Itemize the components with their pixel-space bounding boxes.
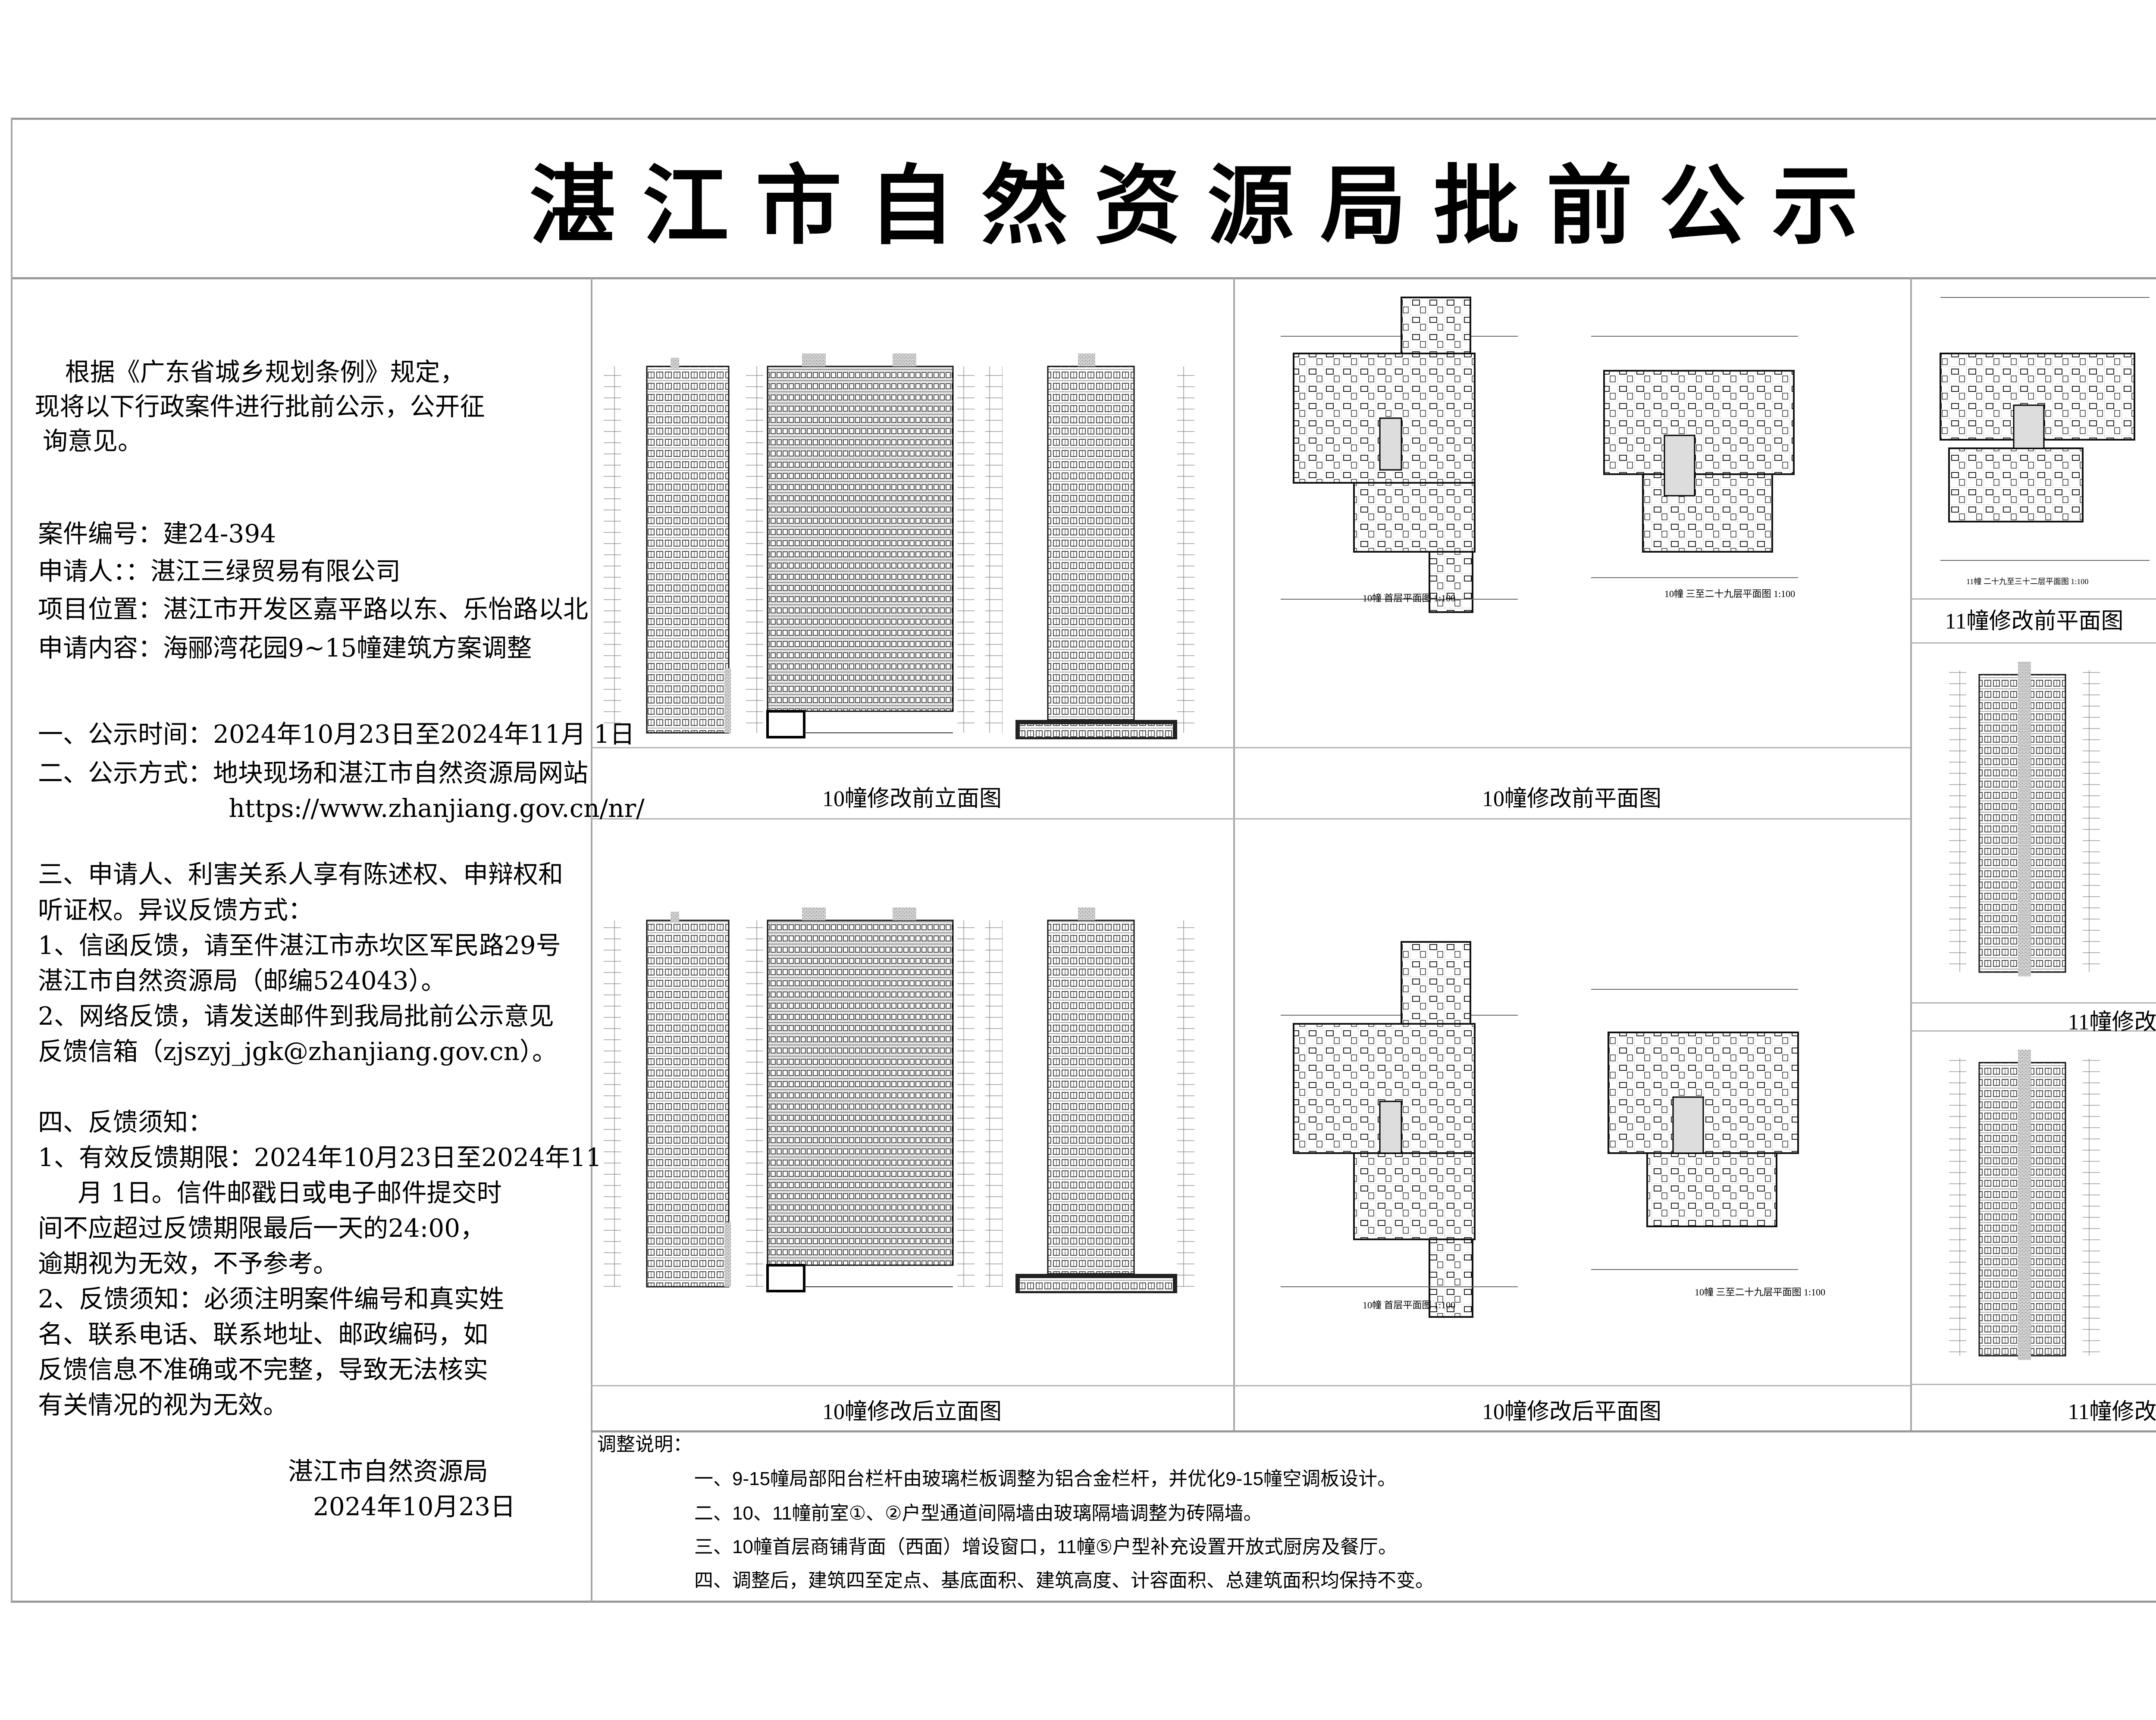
applicant-label: 申请人： xyxy=(38,557,126,586)
row-line-notes xyxy=(591,1430,2156,1432)
b11-elevation-after-label: 11幢修改后立面图 xyxy=(2068,1400,2156,1424)
b10-plan-before-ground-caption: 10幢 首层平面图 1:100 xyxy=(1363,593,1455,604)
row-line-10top-label xyxy=(591,747,1910,748)
b10-plan-after-drawing: 10幢 首层平面图 1:100 10幢 三至二十九层平面图 1:100 xyxy=(1238,821,1906,1382)
signature-date: 2024年10月23日 xyxy=(313,1492,516,1521)
applicant-row: 申请人：：湛江三绿贸易有限公司 xyxy=(38,553,401,590)
notice-line-9: 有关情况的视为无效。 xyxy=(38,1390,288,1420)
applicant-value: ：湛江三绿贸易有限公司 xyxy=(125,557,401,586)
b10-plan-after-ground-caption: 10幢 首层平面图 1:100 xyxy=(1363,1300,1455,1310)
b11-plan-before-label: 11幢修改前平面图 xyxy=(1945,609,2124,634)
left-column-divider xyxy=(591,278,592,1601)
notes-heading: 调整说明： xyxy=(597,1434,692,1455)
frame-bottom xyxy=(11,1601,2156,1603)
signature-org: 湛江市自然资源局 xyxy=(288,1457,489,1486)
notes-item-3: 三、10幢首层商铺背面（西面）增设窗口，11幢⑤户型补充设置开放式厨房及餐厅。 xyxy=(694,1536,1398,1557)
publicity-url[interactable]: https://www.zhanjiang.gov.cn/nr/ xyxy=(38,794,645,823)
b10-plan-after-label: 10幢修改后平面图 xyxy=(1482,1400,1661,1424)
rights-line-5: 2、网络反馈，请发送邮件到我局批前公示意见 xyxy=(38,1001,554,1031)
rights-line-3: 1、信函反馈，请至件湛江市赤坎区军民路29号 xyxy=(38,931,561,960)
case-number-value: 建24-394 xyxy=(163,519,276,548)
notice-line-1: 四、反馈须知： xyxy=(38,1107,213,1137)
b11-elevation-before-drawing xyxy=(1915,644,2156,1000)
notes-item-4: 四、调整后，建筑四至定点、基底面积、建筑高度、计容面积、总建筑面积均保持不变。 xyxy=(694,1570,1434,1591)
notice-line-2: 1、有效反馈期限：2024年10月23日至2024年11 xyxy=(38,1143,602,1172)
page-title: 湛江市自然资源局批前公示 xyxy=(529,156,1885,256)
b11-plan-before-caption: 11幢 二十九至三十二层平面图 1:100 xyxy=(1966,577,2088,586)
case-number-label: 案件编号： xyxy=(38,519,163,548)
rights-line-1: 三、申请人、利害关系人享有陈述权、申辩权和 xyxy=(38,860,564,889)
notes-item-2: 二、10、11幢前室①、②户型通道间隔墙由玻璃隔墙调整为砖隔墙。 xyxy=(694,1503,1263,1524)
location-row: 项目位置：湛江市开发区嘉平路以东、乐怡路以北 xyxy=(38,591,588,628)
b10-elevation-before-drawing xyxy=(595,280,1229,746)
row-line-11plan-bottom xyxy=(1910,642,2156,644)
col-divider-3 xyxy=(1910,278,1912,1431)
feedback-email[interactable]: 反馈信箱（zjszyj_jgk@zhanjiang.gov.cn）。 xyxy=(38,1037,557,1066)
content-value: 海郦湾花园9~15幢建筑方案调整 xyxy=(163,633,532,663)
b10-elevation-after-drawing xyxy=(595,821,1229,1382)
location-value: 湛江市开发区嘉平路以东、乐怡路以北 xyxy=(163,594,589,624)
intro-line-1: 根据《广东省城乡规划条例》规定， xyxy=(17,357,465,387)
row-line-10top-bottom xyxy=(591,818,1910,819)
row-line-11plan-label xyxy=(1910,598,2156,600)
case-number-row: 案件编号：建24-394 xyxy=(38,515,276,552)
row-line-11elev2-label xyxy=(1910,1384,2156,1385)
content-row: 申请内容：海郦湾花园9~15幢建筑方案调整 xyxy=(38,629,532,666)
notice-line-6: 2、反馈须知：必须注明案件编号和真实姓 xyxy=(38,1284,504,1313)
notice-line-8: 反馈信息不准确或不完整，导致无法核实 xyxy=(38,1355,489,1384)
intro-line-2: 现将以下行政案件进行批前公示，公开征 xyxy=(27,392,485,421)
notes-item-1: 一、9-15幢局部阳台栏杆由玻璃栏板调整为铝合金栏杆，并优化9-15幢空调板设计… xyxy=(694,1468,1397,1489)
frame-top xyxy=(11,118,2156,120)
location-label: 项目位置： xyxy=(38,594,163,624)
rights-line-2: 听证权。异议反馈方式： xyxy=(38,895,313,925)
notice-line-4: 间不应超过反馈期限最后一天的24:00， xyxy=(38,1213,486,1243)
notice-line-5: 逾期视为无效，不予参考。 xyxy=(38,1249,338,1278)
b10-plan-before-typical-caption: 10幢 三至二十九层平面图 1:100 xyxy=(1664,588,1795,599)
content-label: 申请内容： xyxy=(38,633,163,663)
b11-elevation-before-label: 11幢修改前立面图 xyxy=(2068,1010,2156,1035)
b11-plan-before-drawing: 11幢 二十九至三十二层平面图 1:100 xyxy=(1915,280,2156,595)
row-line-11elev-bottom xyxy=(1910,1030,2156,1032)
frame-left xyxy=(11,119,13,1601)
row-line-11elev-label xyxy=(1910,1002,2156,1004)
row-line-10bot-label xyxy=(591,1385,1910,1386)
rights-line-4: 湛江市自然资源局（邮编524043）。 xyxy=(38,966,446,995)
notice-line-3: 月 1日。信件邮戳日或电子邮件提交时 xyxy=(38,1178,502,1207)
col-divider-2 xyxy=(1233,278,1235,1431)
b11-elevation-after-drawing xyxy=(1915,1032,2156,1382)
b10-plan-after-typical-caption: 10幢 三至二十九层平面图 1:100 xyxy=(1695,1287,1825,1298)
publicity-method: 二、公示方式：地块现场和湛江市自然资源局网站 xyxy=(38,758,589,788)
b10-elevation-before-label: 10幢修改前立面图 xyxy=(822,787,1002,811)
b10-elevation-after-label: 10幢修改后立面图 xyxy=(822,1400,1002,1424)
publicity-period: 一、公示时间：2024年10月23日至2024年11月 1日 xyxy=(38,719,635,749)
notice-line-7: 名、联系电话、联系地址、邮政编码，如 xyxy=(38,1320,489,1349)
title-divider xyxy=(11,277,2156,279)
b10-plan-before-label: 10幢修改前平面图 xyxy=(1482,787,1661,811)
b10-plan-before-drawing: 10幢 首层平面图 1:100 10幢 三至二十九层平面图 1:100 xyxy=(1238,280,1906,746)
intro-line-3: 询意见。 xyxy=(27,426,143,456)
